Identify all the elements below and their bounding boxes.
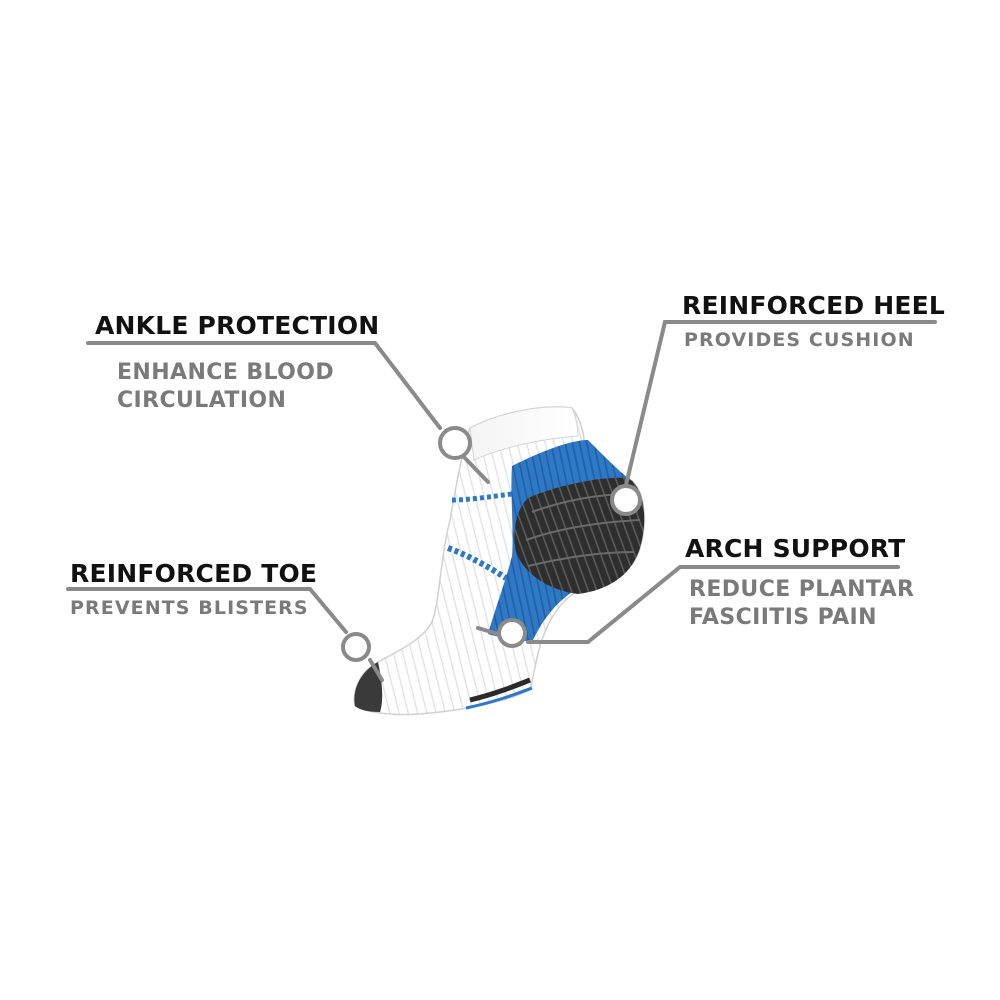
reinforced-toe-title: REINFORCED TOE: [70, 559, 318, 588]
arch-support-subtitle: REDUCE PLANTAR FASCIITIS PAIN: [689, 576, 914, 632]
heel-subtitle-line-1: PROVIDES CUSHION: [684, 329, 915, 351]
ankle-subtitle-line-2: CIRCULATION: [117, 388, 287, 414]
leader-lines: [66, 320, 937, 682]
lower-blue-stripe: [446, 545, 508, 581]
reinforced-heel-subtitle: PROVIDES CUSHION: [684, 328, 915, 352]
heel-leader-line: [624, 320, 937, 487]
sock-cuff: [469, 406, 579, 461]
toe-subtitle-line-1: PREVENTS BLISTERS: [70, 597, 309, 619]
arch-leader-line: [526, 565, 900, 644]
sole-stripe: [469, 677, 531, 703]
ankle-subtitle-line-1: ENHANCE BLOOD: [117, 360, 334, 385]
arch-support-panel: [488, 440, 628, 642]
arch-subtitle-line-1: REDUCE PLANTAR: [689, 577, 915, 602]
toe-cap: [354, 662, 383, 712]
ankle-protection-title: ANKLE PROTECTION: [95, 311, 380, 340]
ankle-protection-subtitle: ENHANCE BLOOD CIRCULATION: [117, 359, 334, 415]
arch-marker-icon: [497, 618, 527, 648]
upper-blue-stripe: [451, 491, 513, 503]
toe-leader-line: [66, 587, 348, 634]
callout-markers: [341, 426, 642, 662]
reinforced-toe-subtitle: PREVENTS BLISTERS: [70, 596, 309, 620]
ankle-marker-icon: [438, 426, 472, 460]
heel-marker-icon: [610, 484, 642, 516]
reinforced-heel-title: REINFORCED HEEL: [682, 291, 946, 320]
ankle-leader-line: [86, 341, 442, 430]
arch-subtitle-line-2: FASCIITIS PAIN: [689, 605, 877, 631]
arch-support-title: ARCH SUPPORT: [685, 534, 906, 563]
toe-marker-icon: [341, 632, 371, 662]
